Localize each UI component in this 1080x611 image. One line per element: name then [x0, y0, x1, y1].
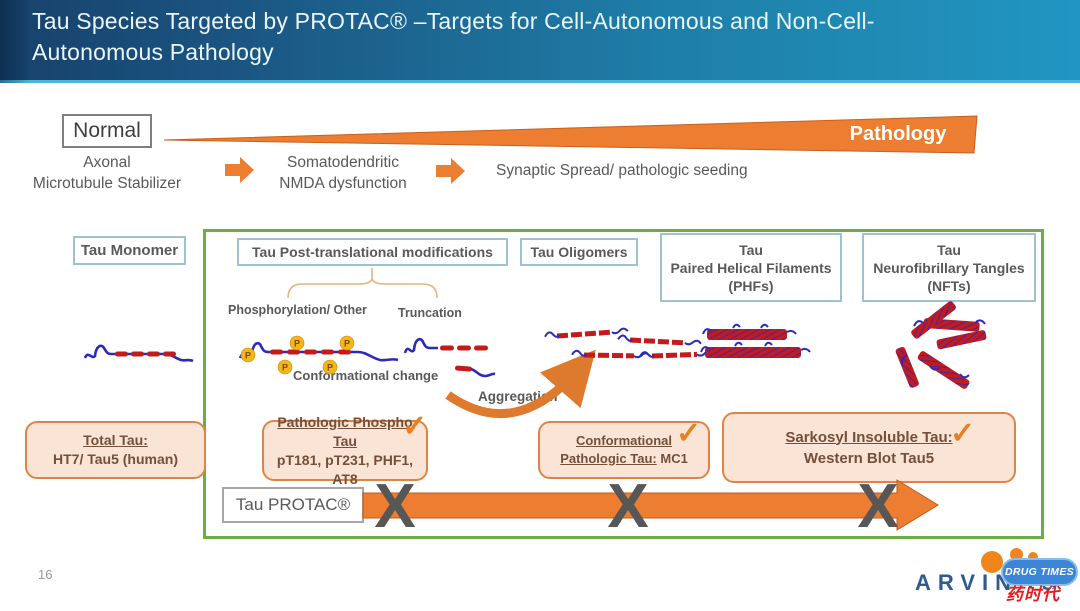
tau-truncated-illustration: [403, 337, 496, 378]
tau-phf-illustration: [700, 323, 811, 358]
watermark-text-top: DRUG TIMES: [1005, 566, 1074, 578]
sarkosyl-tau-subtitle: Western Blot Tau5: [803, 449, 935, 467]
phospho-p-icon: P: [322, 359, 338, 375]
tau-monomer-illustration: [83, 344, 194, 363]
title-line-1: Tau Species Targeted by PROTAC® –Targets…: [32, 8, 875, 34]
page-number: 16: [38, 567, 53, 582]
phosphorylation-label: Phosphorylation/ Other: [228, 303, 367, 317]
stage-somatodendritic-line2: NMDA dysfunction: [279, 175, 407, 192]
stage-axonal-line2: Microtubule Stabilizer: [32, 175, 182, 192]
svg-text:P: P: [282, 363, 288, 373]
watermark-text-bottom: 药时代: [1006, 585, 1060, 604]
svg-text:P: P: [294, 339, 300, 349]
pathology-label: Pathology: [849, 123, 947, 145]
tau-ptm-label: Tau Post-translational modifications: [252, 244, 493, 260]
phospho-p-icon: P: [339, 335, 355, 351]
tau-phf-box: Tau Paired Helical Filaments (PHFs): [660, 233, 842, 302]
sarkosyl-tau-title: Sarkosyl Insoluble Tau:: [785, 428, 953, 446]
tau-oligomers-label: Tau Oligomers: [530, 244, 628, 260]
checkmark-icon: ✓: [676, 417, 702, 450]
watermark-badge: DRUG TIMES: [1001, 558, 1078, 586]
tau-phf-label: Tau Paired Helical Filaments (PHFs): [670, 241, 832, 294]
phospho-tau-subtitle: pT181, pT231, PHF1, AT8: [276, 451, 414, 487]
phospho-p-icon: P: [240, 347, 256, 363]
tau-protac-label: Tau PROTAC®: [235, 495, 351, 514]
total-tau-subtitle: HT7/ Tau5 (human): [53, 451, 178, 467]
header-banner: Tau Species Targeted by PROTAC® –Targets…: [0, 0, 1080, 83]
x-mark-icon: X: [374, 472, 416, 541]
header-edge-shade: [0, 0, 30, 83]
tau-phospho-illustration: P P P P P: [238, 335, 399, 375]
page-title: Tau Species Targeted by PROTAC® –Targets…: [32, 6, 992, 68]
conformational-tau-title: Conformational Pathologic Tau:: [560, 433, 673, 466]
stage-axonal-line1: Axonal: [83, 154, 131, 171]
logo-dot-icon: [1028, 552, 1038, 562]
checkmark-icon: ✓: [402, 410, 428, 443]
tau-monomer-box: Tau Monomer: [73, 236, 186, 265]
truncation-label: Truncation: [398, 306, 462, 320]
pathology-wedge: [163, 115, 978, 154]
conformational-tau-assay-box: Conformational Pathologic Tau: MC1: [538, 421, 710, 479]
stage-somatodendritic-line1: Somatodendritic: [286, 154, 399, 171]
phospho-p-icon: P: [289, 335, 305, 351]
tau-ptm-box: Tau Post-translational modifications: [237, 238, 508, 266]
svg-text:P: P: [344, 339, 350, 349]
ptm-bracket: [287, 268, 438, 299]
stage-arrow-icon: [436, 158, 465, 184]
tau-monomer-label: Tau Monomer: [80, 242, 179, 259]
protac-arrow: [362, 479, 939, 531]
x-mark-icon: X: [607, 472, 649, 541]
normal-box: Normal: [62, 114, 152, 148]
conformational-tau-value: MC1: [660, 451, 688, 466]
tau-nft-illustration: [895, 301, 987, 389]
tau-oligomers-illustration: [544, 327, 714, 359]
normal-label: Normal: [73, 119, 141, 142]
stage-arrow-icon: [225, 157, 254, 183]
checkmark-icon: ✓: [950, 417, 976, 450]
tau-nft-label: Tau Neurofibrillary Tangles (NFTs): [873, 241, 1025, 294]
tau-oligomers-box: Tau Oligomers: [520, 238, 638, 266]
x-mark-icon: X: [857, 472, 899, 541]
svg-text:P: P: [327, 363, 333, 373]
pathologic-species-container: [203, 229, 1044, 539]
tau-nft-box: Tau Neurofibrillary Tangles (NFTs): [862, 233, 1036, 302]
stage-axonal: Axonal Microtubule Stabilizer: [8, 152, 206, 194]
tau-protac-box: Tau PROTAC®: [222, 487, 364, 523]
logo-dot-icon: [1010, 548, 1023, 561]
svg-text:P: P: [245, 351, 251, 361]
aggregation-arrow: [445, 349, 596, 419]
tau-illustrations: P P P P P: [83, 301, 987, 419]
logo-dot-icon: [981, 551, 1003, 573]
sarkosyl-tau-assay-box: Sarkosyl Insoluble Tau: Western Blot Tau…: [722, 412, 1016, 483]
phospho-p-icon: P: [277, 359, 293, 375]
stage-somatodendritic: Somatodendritic NMDA dysfunction: [252, 152, 434, 194]
total-tau-title: Total Tau:: [83, 432, 148, 448]
phospho-tau-title: Pathologic Phospho Tau: [277, 413, 413, 449]
title-line-2: Autonomous Pathology: [32, 39, 274, 65]
stage-synaptic-spread: Synaptic Spread/ pathologic seeding: [496, 162, 748, 179]
phospho-tau-assay-box: Pathologic Phospho Tau pT181, pT231, PHF…: [262, 414, 428, 487]
total-tau-assay-box: Total Tau: HT7/ Tau5 (human): [25, 421, 206, 479]
